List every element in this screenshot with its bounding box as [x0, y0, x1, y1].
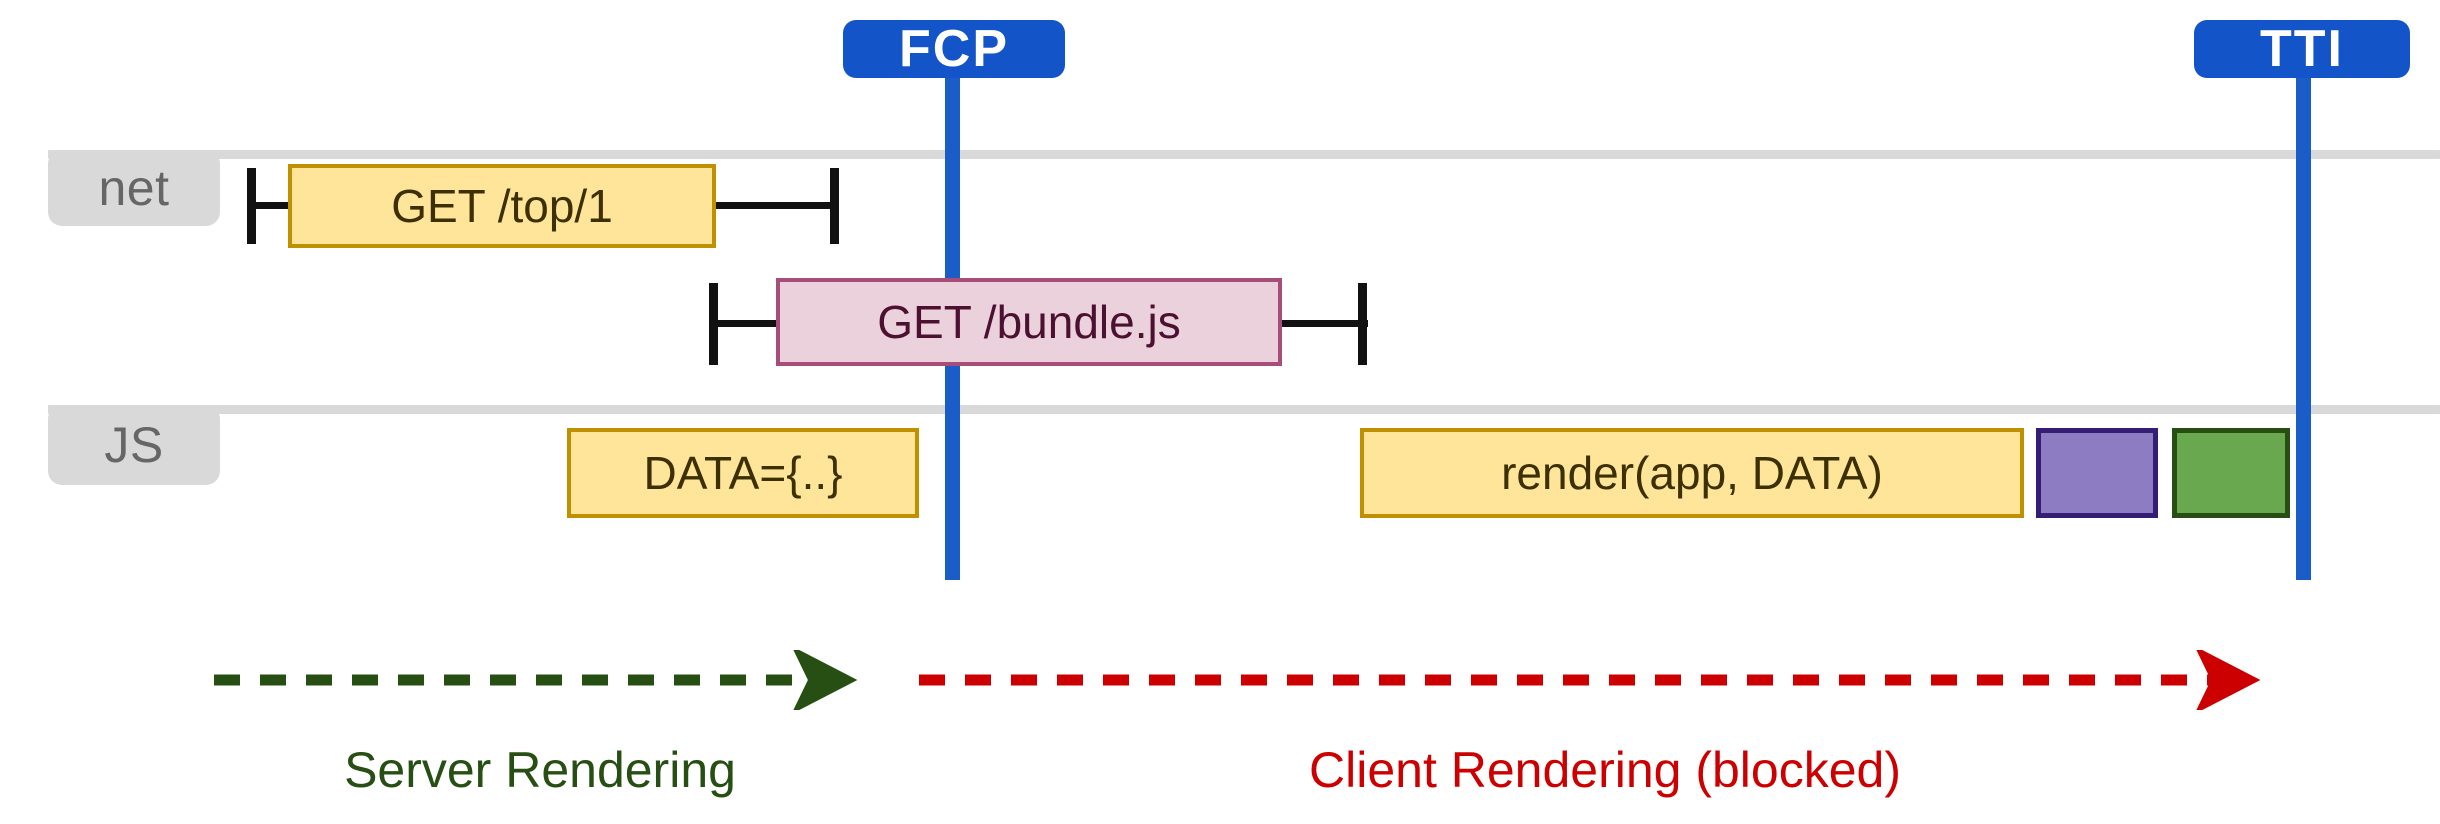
lane-label-js: JS — [104, 417, 164, 473]
js-task-data-assign-label: DATA={..} — [643, 447, 843, 499]
net-task-get-bundle-js[interactable]: GET /bundle.js — [776, 278, 1282, 366]
client-rendering-arrow — [919, 650, 2261, 710]
tti-badge[interactable]: TTI — [2194, 20, 2410, 78]
get-bundle-js-end-tick — [1358, 283, 1367, 365]
get-top-1-end-tick — [830, 168, 839, 244]
lane-chip-net: net — [48, 150, 220, 226]
js-task-data-assign[interactable]: DATA={..} — [567, 428, 919, 518]
tti-marker-line — [2296, 74, 2311, 580]
get-bundle-js-right-connector — [1272, 320, 1368, 327]
lane-separator-net — [48, 150, 2440, 159]
lane-chip-js: JS — [48, 405, 220, 485]
lane-separator-js — [48, 405, 2440, 414]
server-rendering-label: Server Rendering — [344, 742, 736, 798]
server-rendering-arrow — [214, 650, 858, 710]
js-task-green[interactable] — [2172, 428, 2290, 518]
js-task-render-app-data[interactable]: render(app, DATA) — [1360, 428, 2024, 518]
tti-badge-label: TTI — [2260, 20, 2344, 78]
net-task-get-bundle-js-label: GET /bundle.js — [877, 296, 1181, 348]
fcp-badge[interactable]: FCP — [843, 20, 1065, 78]
lane-label-net: net — [98, 160, 170, 216]
get-top-1-right-connector — [705, 202, 837, 209]
js-task-purple[interactable] — [2036, 428, 2158, 518]
client-rendering-label: Client Rendering (blocked) — [1309, 742, 1901, 798]
js-task-render-app-data-label: render(app, DATA) — [1501, 447, 1883, 499]
get-top-1-left-connector — [247, 202, 297, 209]
net-task-get-top-1-label: GET /top/1 — [391, 180, 613, 232]
net-task-get-top-1[interactable]: GET /top/1 — [288, 164, 716, 248]
get-bundle-js-left-connector — [709, 320, 784, 327]
fcp-badge-label: FCP — [899, 20, 1009, 78]
